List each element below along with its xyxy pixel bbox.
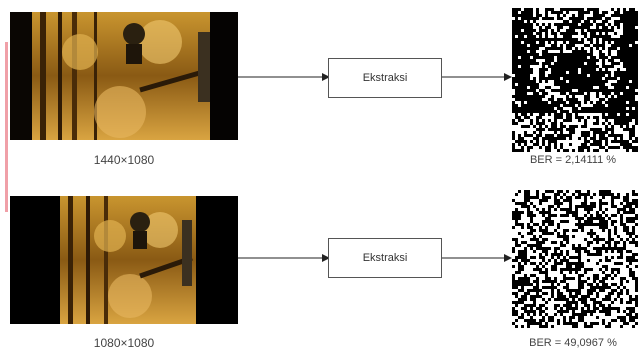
ber-label-1: BER = 2,14111 %: [529, 154, 617, 166]
arrow-to-result-1: [442, 73, 512, 81]
extracted-watermark-2: [512, 190, 638, 328]
extracted-watermark-1: [512, 8, 638, 152]
extraction-box-1: Ekstraksi: [328, 58, 442, 98]
arrow-to-extraction-1: [238, 73, 330, 81]
accent-bar: [5, 42, 8, 212]
arrow-to-extraction-2: [238, 254, 330, 262]
extraction-box-2: Ekstraksi: [328, 238, 442, 278]
autumn-scene-image: [10, 12, 238, 140]
arrow-to-result-2: [442, 254, 512, 262]
autumn-scene-image-cropped: [10, 196, 238, 324]
watermark-pattern-2: [512, 190, 638, 328]
extraction-label-1: Ekstraksi: [362, 72, 408, 84]
video-frame-1440x1080: [10, 12, 238, 140]
frame-caption-1: 1440×1080: [93, 153, 155, 167]
ber-label-2: BER = 49,0967 %: [529, 337, 617, 349]
video-frame-1080x1080: [10, 196, 238, 324]
watermark-pattern-1: [512, 8, 638, 152]
extraction-label-2: Ekstraksi: [362, 252, 408, 264]
frame-caption-2: 1080×1080: [93, 336, 155, 350]
